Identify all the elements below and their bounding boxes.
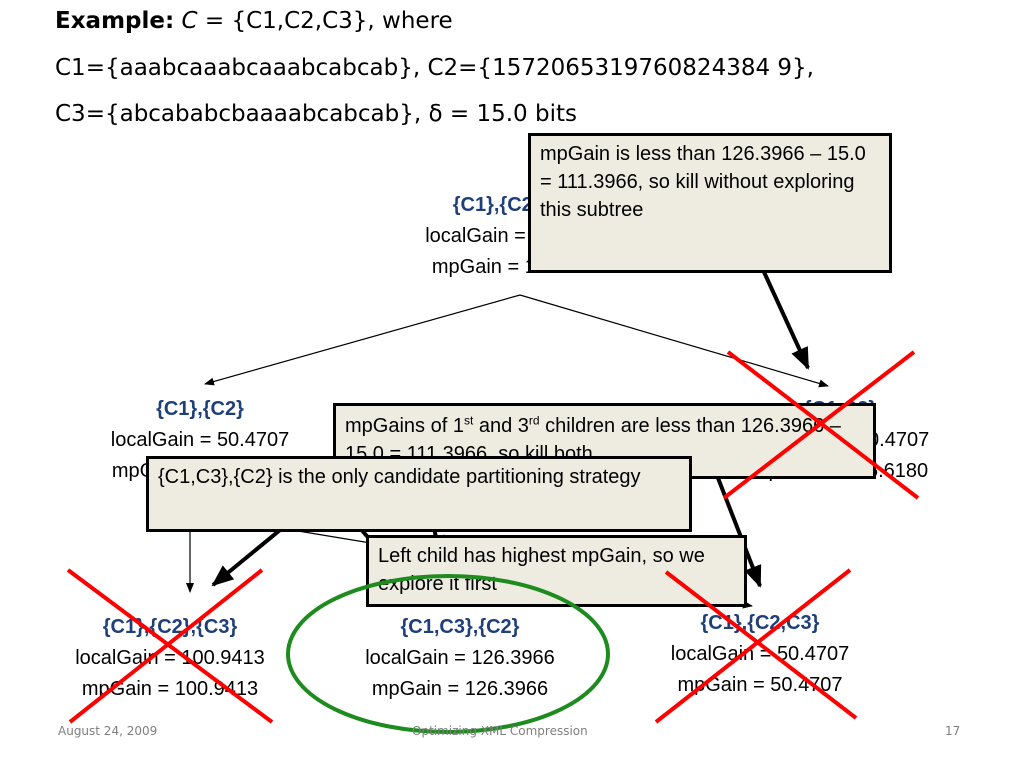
level2-left-local-gain: localGain = 100.9413 (75, 647, 265, 669)
footer-page-number: 17 (945, 724, 961, 738)
example-label: Example: (55, 8, 175, 34)
level2-left-node: {C1},{C2},{C3} localGain = 100.9413 mpGa… (30, 612, 310, 705)
edge-root-left (204, 294, 521, 386)
level2-right-node: {C1},{C2,C3} localGain = 50.4707 mpGain … (620, 608, 900, 701)
callout-kill-both-sup-1: st (463, 413, 474, 428)
footer-date: August 24, 2009 (58, 724, 158, 738)
arrow-kill-subtree (762, 271, 810, 370)
callout-kill-subtree: mpGain is less than 126.3966 – 15.0 = 11… (528, 133, 892, 273)
level1-left-title: {C1},{C2} (156, 398, 244, 420)
callout-explore-first: Left child has highest mpGain, so we exp… (366, 535, 747, 607)
level1-left-local-gain: localGain = 50.4707 (110, 429, 290, 451)
level2-middle-title: {C1,C3},{C2} (400, 616, 520, 638)
callout-kill-both-text-1: mpGains of 1 (345, 415, 464, 437)
level2-middle-mp-gain: mpGain = 126.3966 (371, 678, 549, 700)
callout-kill-both-text-2: and 3 (473, 415, 529, 437)
level2-right-local-gain: localGain = 50.4707 (670, 643, 850, 665)
callout-kill-both-sup-2: rd (528, 413, 540, 428)
level2-right-mp-gain: mpGain = 50.4707 (677, 674, 843, 696)
level2-left-mp-gain: mpGain = 100.9413 (81, 678, 259, 700)
footer-title: Optimizing XML Compression (412, 724, 588, 738)
level2-middle-local-gain: localGain = 126.3966 (365, 647, 555, 669)
example-line-1-rest: = {C1,C2,C3}, where (197, 8, 453, 34)
example-line-2: C1={aaabcaaabcaaabcabcab}, C2={157206531… (55, 55, 814, 81)
callout-only-candidate: {C1,C3},{C2} is the only candidate parti… (146, 456, 692, 532)
c-variable: C (181, 8, 198, 34)
cross-level1-right (722, 350, 920, 500)
cross-level2-right (654, 568, 858, 724)
highlight-circle-level2-middle (286, 574, 610, 734)
example-line-1: Example: C = {C1,C2,C3}, where (55, 8, 453, 34)
edge-root-right (519, 294, 829, 388)
example-line-3: C3={abcababcbaaaabcabcab}, δ = 15.0 bits (55, 101, 577, 127)
level2-middle-node: {C1,C3},{C2} localGain = 126.3966 mpGain… (320, 612, 600, 705)
cross-level2-left (66, 568, 274, 724)
